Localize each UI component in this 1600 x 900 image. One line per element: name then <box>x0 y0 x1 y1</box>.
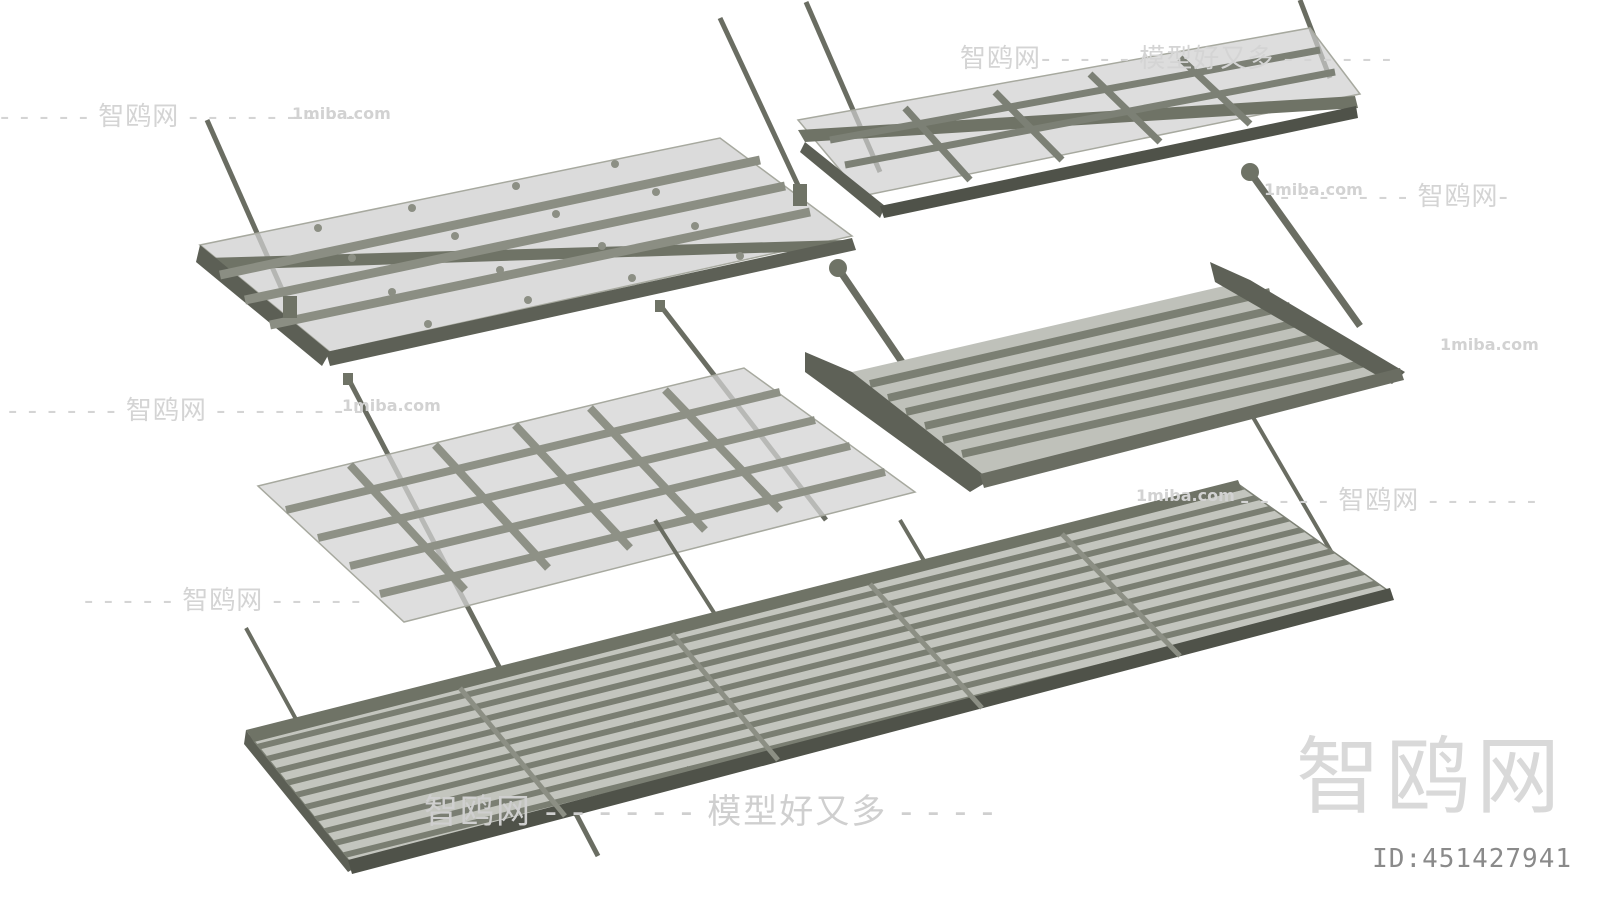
canopy-tube-slats <box>805 163 1405 492</box>
model-id-label: ID:451427941 <box>1372 844 1572 874</box>
canopy-glass-spider <box>196 16 856 366</box>
canopy-glass-grid <box>256 300 917 858</box>
canopy-grid-frame <box>796 0 1362 218</box>
canopy-long-slatted <box>244 410 1394 874</box>
